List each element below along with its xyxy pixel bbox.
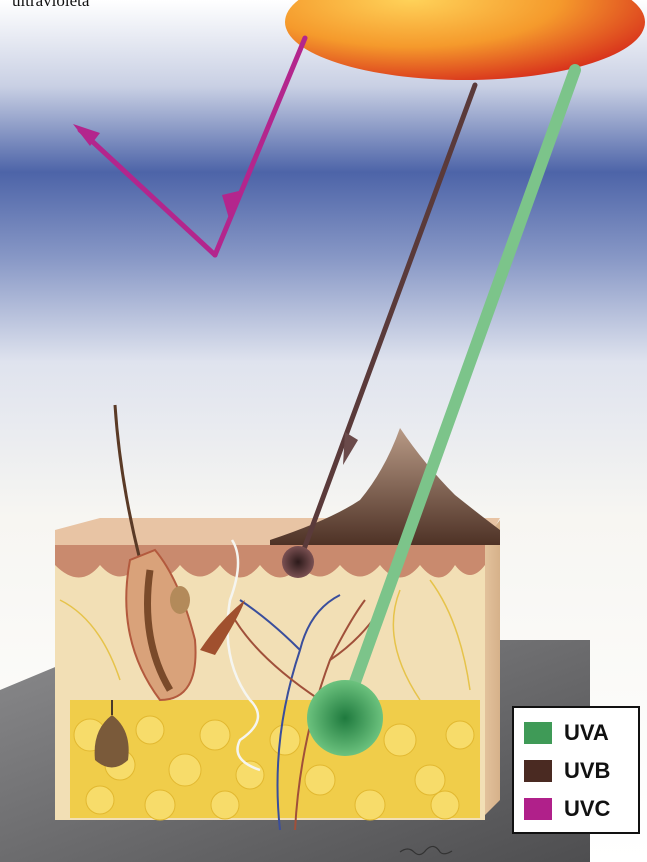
- uvb-label: UVB: [564, 758, 610, 784]
- legend-item-uva: UVA: [524, 714, 638, 752]
- uvc-swatch: [524, 798, 552, 820]
- uvb-absorption-spot: [282, 546, 314, 578]
- legend-item-uvb: UVB: [524, 752, 638, 790]
- uvc-label: UVC: [564, 796, 610, 822]
- uva-swatch: [524, 722, 552, 744]
- uvb-swatch: [524, 760, 552, 782]
- fat-layer: [70, 700, 480, 820]
- legend: UVA UVB UVC: [512, 706, 640, 834]
- uva-absorption-spot: [307, 680, 383, 756]
- uva-label: UVA: [564, 720, 609, 746]
- legend-item-uvc: UVC: [524, 790, 638, 828]
- caption-text: ultravioleta: [12, 0, 89, 11]
